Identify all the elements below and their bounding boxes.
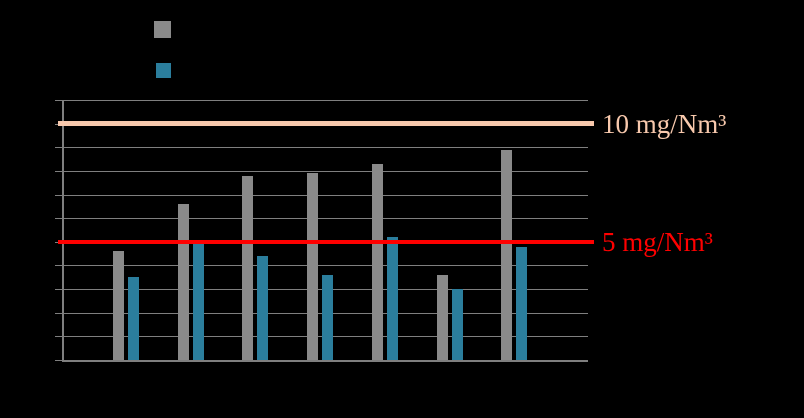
gridline (64, 218, 588, 220)
bar-teal (322, 274, 334, 360)
bar-gray (371, 163, 383, 360)
bar-gray (177, 204, 189, 360)
y-axis-tick (55, 194, 63, 196)
reference-line-label-10: 10 mg/Nm³ (602, 108, 727, 139)
reference-line-label-5: 5 mg/Nm³ (602, 226, 713, 257)
gridline (64, 170, 588, 172)
x-axis-line (64, 360, 588, 362)
gridline (64, 265, 588, 267)
y-axis-line (62, 100, 64, 362)
bar-teal (257, 256, 269, 360)
legend-swatch-gray (154, 21, 171, 38)
bar-gray (242, 175, 254, 360)
bar-teal (192, 244, 204, 360)
bar-gray (436, 274, 448, 360)
y-axis-tick (55, 170, 63, 172)
y-axis-tick (55, 218, 63, 220)
legend-swatch-teal (156, 63, 171, 78)
gridline (64, 194, 588, 196)
bar-gray (501, 149, 513, 360)
gridline (64, 147, 588, 149)
y-axis-tick (55, 360, 63, 361)
y-axis-tick (55, 289, 63, 291)
bar-teal (516, 246, 528, 360)
gridline (64, 100, 588, 101)
reference-line-10 (58, 121, 594, 127)
bar-teal (451, 289, 463, 360)
y-axis-tick (55, 265, 63, 267)
bar-gray (113, 251, 124, 360)
y-axis-tick (55, 312, 63, 314)
y-axis-tick (55, 100, 63, 101)
reference-line-5 (58, 239, 594, 244)
y-axis-tick (55, 336, 63, 338)
y-axis-tick (55, 147, 63, 149)
bar-teal (386, 237, 398, 360)
bar-gray (307, 173, 319, 360)
bar-teal (128, 277, 139, 360)
